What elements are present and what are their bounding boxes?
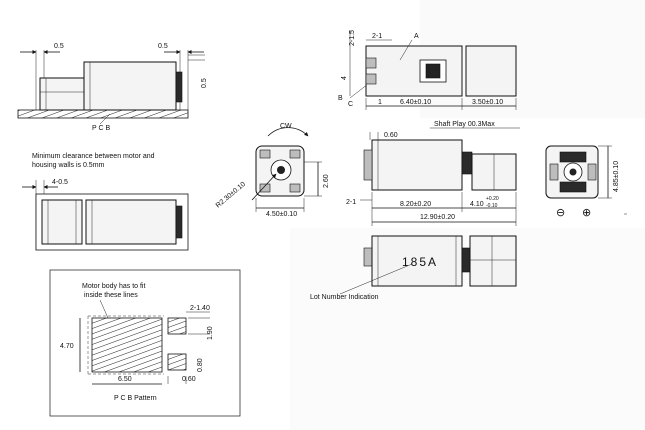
- pad-height-dim: 1.90: [207, 326, 214, 340]
- clearance-left-dim: 0.5: [54, 43, 64, 50]
- front-view: Shaft Play 00.3Max 0.60 2-1 8.20±0.20 4.…: [346, 121, 520, 226]
- terminal-tab-top: [365, 57, 377, 69]
- corner-tab-bl: [259, 183, 271, 193]
- motor-footprint: [91, 317, 163, 373]
- terminal-tab-bottom: [365, 73, 377, 85]
- label-window-inner: [425, 63, 441, 79]
- pattern-height-dim: 4.70: [60, 343, 74, 350]
- weight-block: [39, 77, 85, 111]
- top-view-body: [365, 45, 463, 97]
- label-c: C: [348, 101, 353, 108]
- shaft-tol-plus: +0.20: [486, 196, 499, 202]
- side-view-bottom: 4-0.5: [22, 179, 189, 251]
- front-view-body: [371, 139, 463, 191]
- lot-view: 185A Lot Number Indication: [310, 235, 517, 301]
- corner-tab-tr: [289, 149, 301, 159]
- clearance-dim: 4-0.5: [52, 179, 68, 186]
- motor-body: [83, 61, 177, 111]
- total-length-dim: 12.90±0.20: [420, 214, 455, 221]
- end-width-dim: 4.50±0.10: [266, 211, 297, 218]
- dim-left-top: 2-1.5: [349, 30, 356, 46]
- side-view-top: 0.5 0.5 0.5 P C B: [17, 43, 208, 132]
- dim-one: 1: [378, 99, 382, 106]
- clearance-right-dim: 0.5: [158, 43, 168, 50]
- body-length-dim: 8.20±0.20: [400, 201, 431, 208]
- end-right-bottom-bracket: [559, 181, 587, 193]
- pad-top: [167, 317, 187, 335]
- lot-terminal: [363, 247, 373, 267]
- shaft: [277, 166, 285, 174]
- pcb-board: [17, 109, 189, 119]
- shaft-play-note: Shaft Play 00.3Max: [434, 121, 495, 128]
- lot-view-body: [371, 235, 463, 287]
- lot-weight: [469, 235, 517, 287]
- pad-gap-dim: 0.80: [197, 358, 204, 372]
- pcb-note-line2: inside these lines: [84, 292, 138, 299]
- motor-end-cap: [175, 71, 183, 103]
- pcb-label: P C B: [92, 125, 110, 132]
- end-right-left-tab: [549, 163, 559, 181]
- pcb-pattern-frame: [49, 269, 241, 417]
- clearance-note-line1: Minimum clearance between motor and: [32, 153, 155, 160]
- end-view-left: CW R2.30±0.10 4.50±0.10 2.60: [215, 123, 330, 218]
- minus-terminal-icon: ⊖: [556, 207, 565, 219]
- pattern-width-dim: 6.50: [118, 376, 132, 383]
- clearance-height-dim: 0.5: [201, 78, 208, 88]
- end-right-right-tab: [587, 163, 597, 181]
- end-right-top-bracket: [559, 151, 587, 163]
- clearance-note-line2: housing walls is 0.5mm: [32, 162, 105, 169]
- front-dim-top: 0.60: [384, 132, 398, 139]
- motor-end-cap-2: [175, 205, 183, 239]
- lot-label: Lot Number Indication: [310, 294, 379, 301]
- label-a: A: [414, 33, 419, 40]
- end-view-right: 4.85±0.10 ⊖ ⊕: [545, 145, 620, 219]
- pad-spacing-dim: 2-1.40: [190, 305, 210, 312]
- corner-tab-br: [289, 183, 301, 193]
- front-shaft-collar: [461, 151, 473, 175]
- plus-terminal-icon: ⊕: [582, 207, 591, 219]
- front-terminal: [363, 149, 373, 181]
- shaft-tol-minus: -0.10: [486, 203, 498, 209]
- pad-width-dim: 0.60: [182, 376, 196, 383]
- shaft-length-dim: 4.10: [470, 201, 484, 208]
- weight-block-2: [41, 199, 83, 245]
- end-right-height-dim: 4.85±0.10: [613, 161, 620, 192]
- pcb-pattern-caption: P C B Pattern: [114, 395, 157, 402]
- lot-shaft-collar: [461, 247, 471, 273]
- end-right-shaft: [569, 168, 577, 176]
- end-height-dim: 2.60: [323, 174, 330, 188]
- motor-body-2: [85, 199, 177, 245]
- top-view-weight: [465, 45, 517, 97]
- radius-dim: R2.30±0.10: [215, 181, 247, 210]
- label-b: B: [338, 95, 343, 102]
- top-view: 2-1.5 2-1 4 B C A 1 6.40±0.10 3.50±0.10: [338, 30, 517, 110]
- corner-tab-tl: [259, 149, 271, 159]
- dim-tabs: 2-1: [372, 33, 382, 40]
- lot-code: 185A: [402, 255, 438, 269]
- rotation-label: CW: [280, 123, 292, 130]
- top-weight-length-dim: 3.50±0.10: [472, 99, 503, 106]
- pcb-pattern-panel: Motor body has to fit inside these lines…: [49, 269, 241, 417]
- front-dim-left: 2-1: [346, 199, 356, 206]
- pad-bottom: [167, 353, 187, 371]
- top-length-dim: 6.40±0.10: [400, 99, 431, 106]
- pcb-note-line1: Motor body has to fit: [82, 283, 145, 290]
- dim-height: 4: [341, 76, 348, 80]
